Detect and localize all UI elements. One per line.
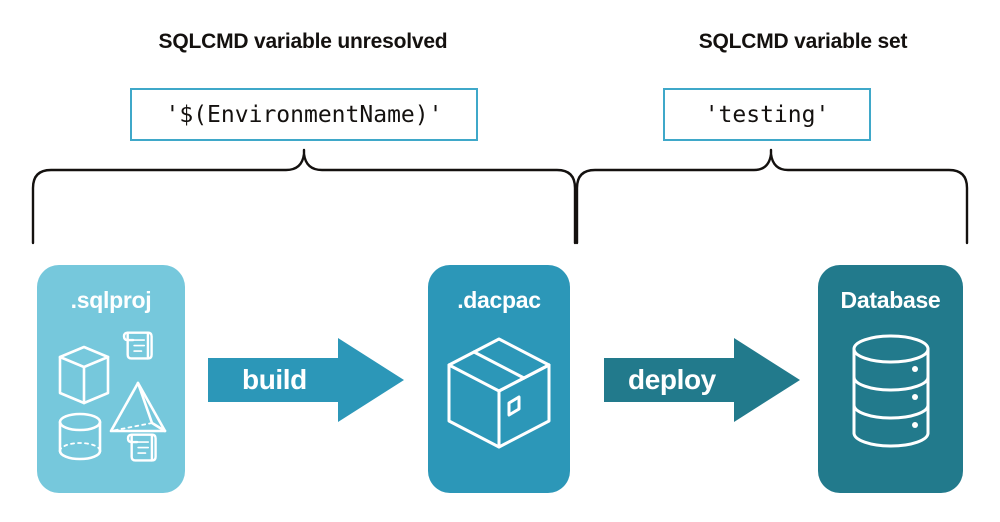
card-sqlproj[interactable]: .sqlproj bbox=[37, 265, 185, 493]
brace-left bbox=[28, 148, 580, 248]
card-dacpac[interactable]: .dacpac bbox=[428, 265, 570, 493]
card-database-art bbox=[818, 333, 963, 453]
arrow-build-label: build bbox=[242, 364, 307, 395]
code-box-resolved-variable: 'testing' bbox=[663, 88, 871, 141]
arrow-build: build bbox=[208, 336, 404, 424]
card-database[interactable]: Database bbox=[818, 265, 963, 493]
arrow-right-icon bbox=[208, 338, 404, 422]
arrow-right-icon bbox=[604, 338, 800, 422]
database-cylinder-icon bbox=[852, 334, 929, 448]
brace-right-icon bbox=[575, 148, 969, 245]
package-box-icon bbox=[447, 337, 551, 449]
card-dacpac-label: .dacpac bbox=[457, 287, 541, 313]
card-database-label: Database bbox=[840, 287, 941, 313]
project-shapes-icon bbox=[58, 331, 167, 462]
card-dacpac-art bbox=[428, 325, 570, 461]
brace-left-icon bbox=[31, 148, 577, 245]
arrow-deploy-label: deploy bbox=[628, 364, 716, 395]
code-box-unresolved-variable: '$(EnvironmentName)' bbox=[130, 88, 478, 141]
section-title-right: SQLCMD variable set bbox=[698, 30, 908, 53]
card-sqlproj-art bbox=[37, 323, 185, 471]
card-sqlproj-label: .sqlproj bbox=[70, 287, 152, 313]
arrow-deploy: deploy bbox=[604, 336, 800, 424]
section-title-left: SQLCMD variable unresolved bbox=[158, 30, 448, 53]
brace-right bbox=[572, 148, 972, 248]
